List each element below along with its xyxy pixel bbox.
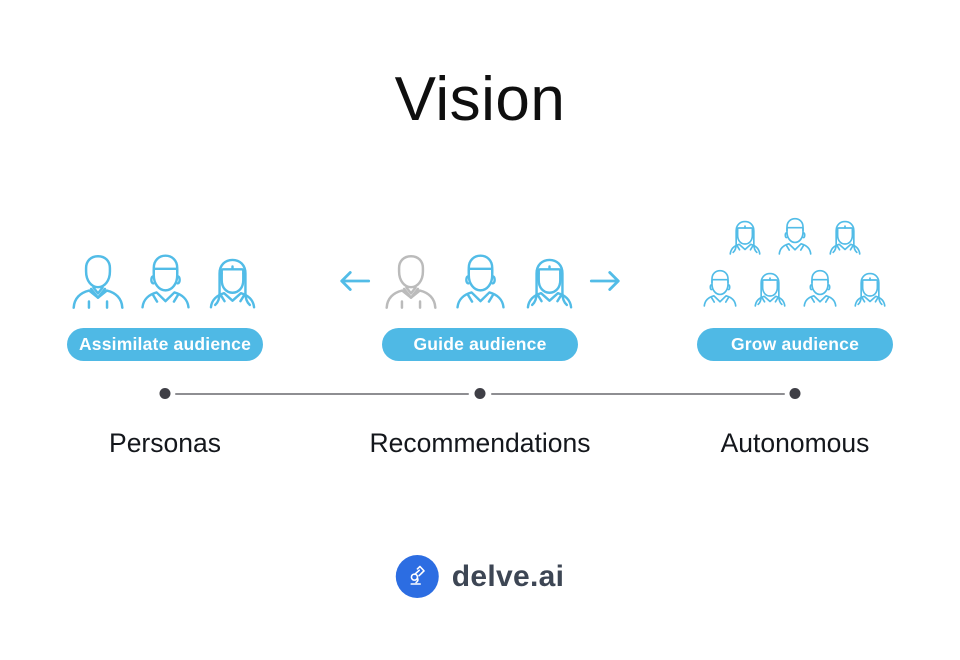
woman-icon [854, 272, 886, 307]
stage-label-personas: Personas [109, 428, 221, 458]
young-man-icon [456, 254, 505, 309]
brand-name: delve.ai [451, 559, 565, 593]
crowd-row-bottom [700, 264, 891, 312]
microscope-icon [410, 565, 425, 585]
timeline-dot [159, 388, 171, 399]
man-suit-icon [72, 254, 124, 309]
young-man-icon [703, 269, 737, 307]
woman-icon [829, 220, 861, 255]
grow-audience-badge: Grow audience [697, 328, 893, 361]
woman-icon [754, 272, 786, 307]
timeline-segment [491, 393, 785, 395]
recommendations-icon-group [338, 244, 623, 318]
timeline-dot [474, 388, 486, 399]
brand-logo: delve.ai [395, 555, 565, 598]
page-title: Vision [394, 65, 566, 134]
logo-circle [395, 555, 439, 598]
assimilate-audience-badge: Assimilate audience [67, 328, 263, 361]
woman-icon [729, 220, 761, 255]
right-arrow-icon [589, 271, 620, 291]
crowd-row-top [725, 212, 866, 260]
man-suit-icon [385, 254, 437, 309]
autonomous-icon-group [700, 212, 891, 312]
timeline-segment [175, 393, 469, 395]
young-man-icon [141, 254, 190, 309]
young-man-icon [778, 217, 812, 255]
woman-icon [526, 258, 573, 309]
stage-label-autonomous: Autonomous [720, 428, 870, 458]
young-man-icon [803, 269, 837, 307]
left-arrow-icon [340, 271, 371, 291]
guide-audience-badge: Guide audience [382, 328, 578, 361]
stage-label-recommendations: Recommendations [369, 428, 591, 458]
personas-icon-group [68, 244, 263, 318]
woman-icon [209, 258, 256, 309]
timeline-dot [789, 388, 801, 399]
